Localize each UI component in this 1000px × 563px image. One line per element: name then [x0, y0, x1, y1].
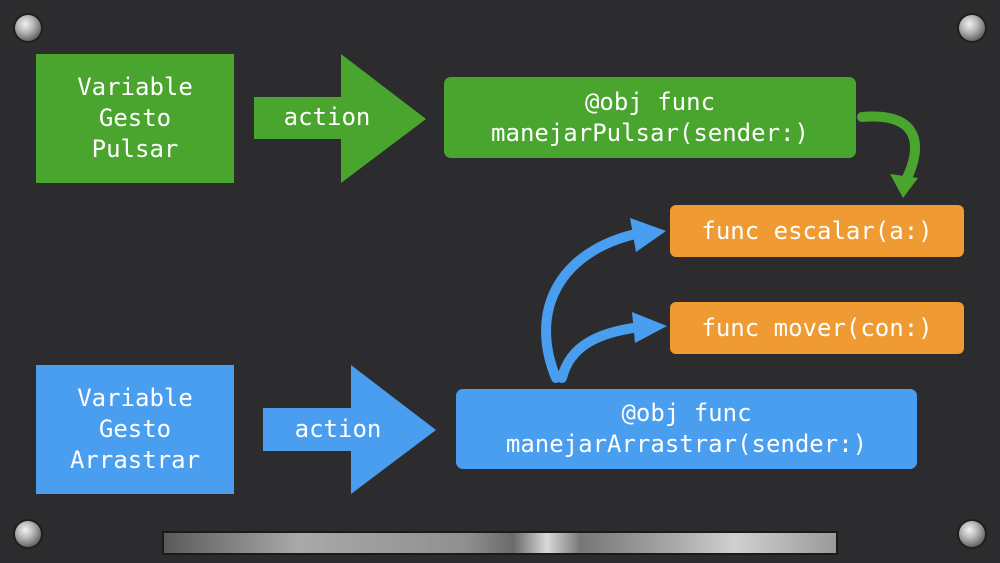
mover-function-box: func mover(con:)	[670, 302, 964, 354]
mover-function-label: func mover(con:)	[701, 313, 933, 342]
tap-handler-line-2: manejarPulsar(sender:)	[491, 118, 809, 147]
pan-to-mover-connector	[557, 322, 645, 383]
pan-handler-line-2: manejarArrastrar(sender:)	[505, 430, 868, 458]
tap-handler-box: @obj func manejarPulsar(sender:)	[444, 77, 856, 158]
escalar-function-label: func escalar(a:)	[701, 216, 933, 245]
tap-action-label: action	[283, 103, 371, 131]
pan-handler-box: @obj func manejarArrastrar(sender:)	[456, 389, 917, 469]
pan-variable-line-2: Gesto	[98, 415, 172, 443]
tap-variable-line-1: Variable	[77, 73, 193, 101]
tap-variable-line-3: Pulsar	[91, 135, 179, 163]
bottom-metal-bar	[162, 531, 838, 555]
pan-to-escalar-arrowhead	[630, 218, 666, 252]
pan-action-label: action	[294, 415, 382, 443]
tap-gesture-variable-box: Variable Gesto Pulsar	[36, 54, 234, 183]
pan-to-mover-arrowhead	[632, 312, 667, 343]
tap-handler-line-1: @obj func	[584, 87, 716, 116]
escalar-function-box: func escalar(a:)	[670, 205, 964, 257]
screw-bottom-left-icon	[15, 521, 41, 547]
tap-to-escalar-arrowhead	[890, 174, 918, 198]
tap-variable-line-2: Gesto	[98, 104, 172, 132]
pan-gesture-variable-box: Variable Gesto Arrastrar	[36, 365, 234, 494]
tap-action-arrow	[254, 54, 426, 183]
pan-handler-line-1: @obj func	[621, 399, 752, 427]
tap-to-escalar-connector	[857, 111, 921, 185]
pan-to-escalar-connector	[541, 228, 645, 383]
pan-action-arrow	[263, 365, 436, 494]
screw-top-left-icon	[15, 15, 41, 41]
pan-variable-line-3: Arrastrar	[69, 446, 201, 474]
screw-top-right-icon	[959, 15, 985, 41]
pan-variable-line-1: Variable	[77, 384, 193, 412]
screw-bottom-right-icon	[959, 521, 985, 547]
